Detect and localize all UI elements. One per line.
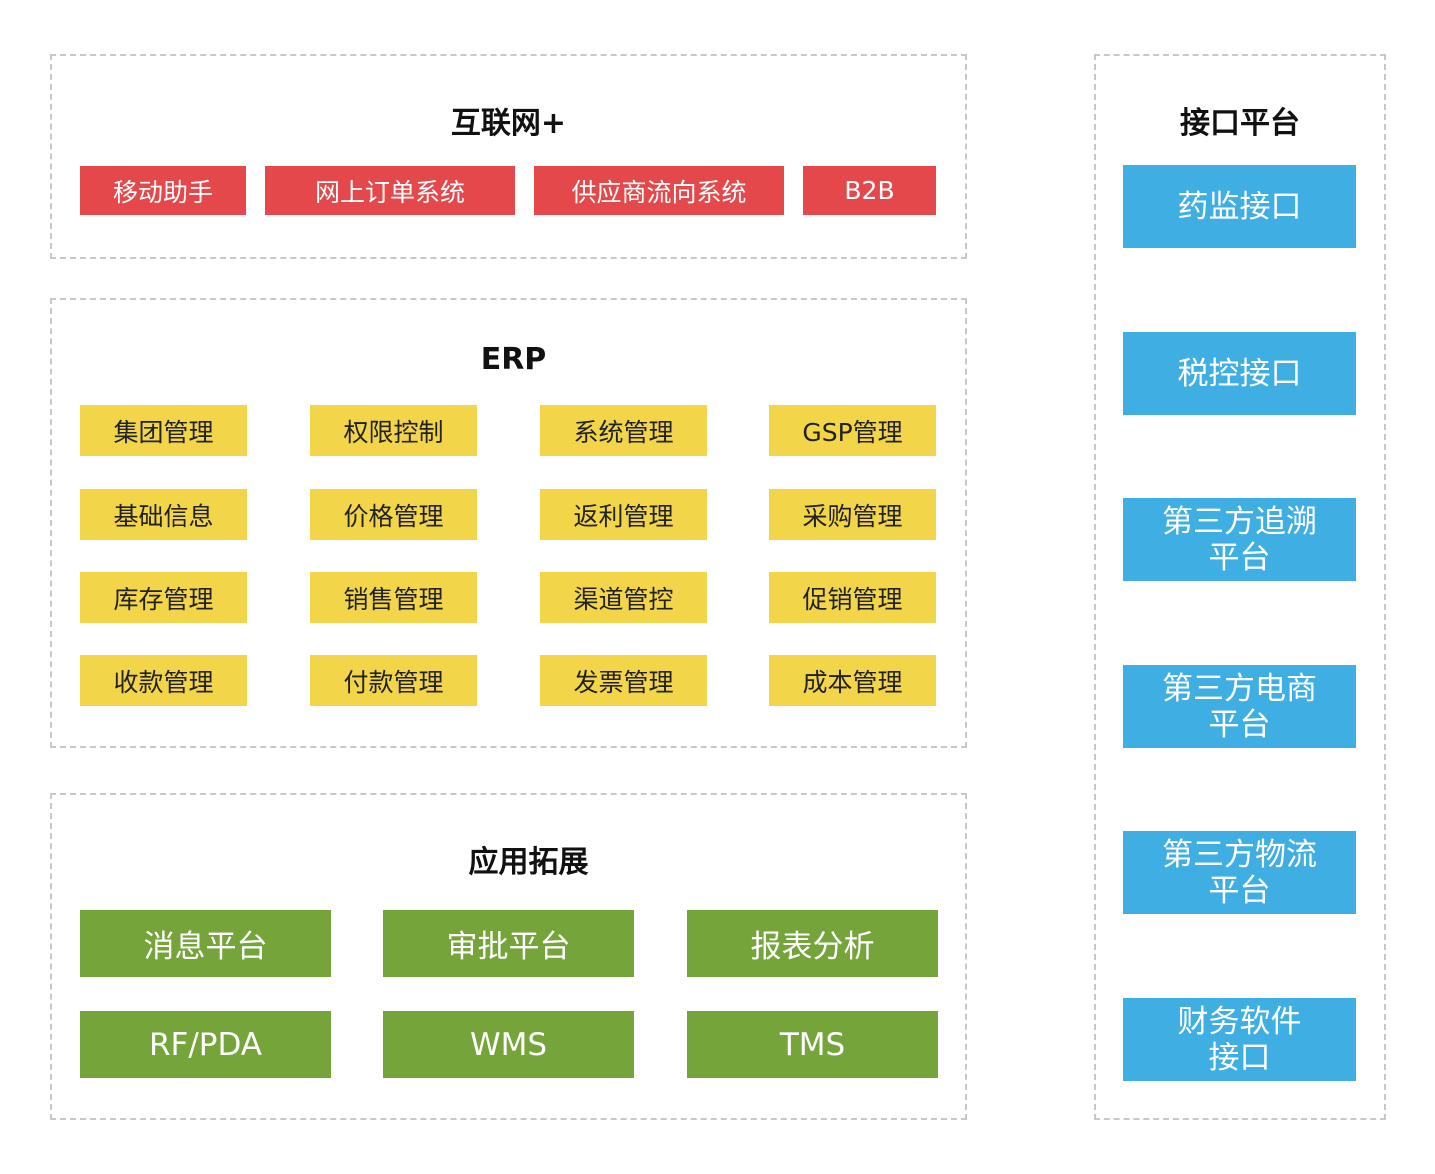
erp-module-box: 发票管理 xyxy=(540,655,707,706)
interface-module-label: 第三方追溯 平台 xyxy=(1162,503,1317,576)
erp-module-box: 价格管理 xyxy=(310,489,477,540)
interface-module-box: 财务软件 接口 xyxy=(1123,998,1356,1081)
interface-module-label: 第三方物流 平台 xyxy=(1162,836,1317,909)
interface-platform-title: 接口平台 xyxy=(1180,106,1300,141)
erp-module-label: 销售管理 xyxy=(343,584,444,614)
extension-module-label: WMS xyxy=(469,1026,548,1063)
erp-module-box: 收款管理 xyxy=(80,655,247,706)
online-order-system-box: 网上订单系统 xyxy=(265,166,515,215)
erp-module-label: 收款管理 xyxy=(113,667,214,697)
erp-module-label: 成本管理 xyxy=(802,667,903,697)
erp-module-box: 返利管理 xyxy=(540,489,707,540)
erp-module-label: 返利管理 xyxy=(573,501,674,531)
extension-module-box: 消息平台 xyxy=(80,910,331,977)
interface-platform-panel: 接口平台 xyxy=(1094,54,1386,1120)
erp-module-label: 集团管理 xyxy=(113,417,214,447)
interface-module-label: 药监接口 xyxy=(1177,188,1302,225)
mobile-assistant-label: 移动助手 xyxy=(112,177,213,207)
erp-module-box: 销售管理 xyxy=(310,572,477,623)
extension-module-box: RF/PDA xyxy=(80,1011,331,1078)
extension-module-box: 报表分析 xyxy=(687,910,938,977)
erp-module-label: 促销管理 xyxy=(802,584,903,614)
erp-module-label: 库存管理 xyxy=(113,584,214,614)
extension-module-box: TMS xyxy=(687,1011,938,1078)
erp-module-label: 基础信息 xyxy=(113,501,214,531)
extension-module-label: 消息平台 xyxy=(143,929,268,965)
extension-module-label: 报表分析 xyxy=(750,929,875,965)
extension-module-box: 审批平台 xyxy=(383,910,634,977)
erp-module-box: 付款管理 xyxy=(310,655,477,706)
erp-module-label: 采购管理 xyxy=(802,501,903,531)
app-extension-panel: 应用拓展 xyxy=(50,793,967,1120)
erp-panel: ERP xyxy=(50,298,967,748)
interface-module-box: 第三方追溯 平台 xyxy=(1123,498,1356,581)
erp-module-box: 权限控制 xyxy=(310,405,477,456)
interface-module-label: 财务软件 接口 xyxy=(1177,1003,1302,1076)
erp-module-box: 基础信息 xyxy=(80,489,247,540)
erp-module-box: GSP管理 xyxy=(769,405,936,456)
b2b-box: B2B xyxy=(803,166,936,215)
supplier-flow-system-label: 供应商流向系统 xyxy=(571,177,747,207)
erp-module-box: 成本管理 xyxy=(769,655,936,706)
mobile-assistant-box: 移动助手 xyxy=(80,166,246,215)
online-order-system-label: 网上订单系统 xyxy=(314,177,465,207)
extension-module-label: TMS xyxy=(779,1026,846,1063)
interface-module-box: 税控接口 xyxy=(1123,332,1356,415)
erp-module-label: 权限控制 xyxy=(343,417,444,447)
extension-module-box: WMS xyxy=(383,1011,634,1078)
supplier-flow-system-box: 供应商流向系统 xyxy=(534,166,784,215)
erp-module-label: 系统管理 xyxy=(573,417,674,447)
interface-module-box: 第三方电商 平台 xyxy=(1123,665,1356,748)
erp-module-label: 价格管理 xyxy=(343,501,444,531)
interface-module-box: 药监接口 xyxy=(1123,165,1356,248)
interface-module-label: 第三方电商 平台 xyxy=(1162,670,1317,743)
erp-module-box: 采购管理 xyxy=(769,489,936,540)
erp-module-label: 渠道管控 xyxy=(573,584,674,614)
erp-module-label: GSP管理 xyxy=(802,417,903,447)
erp-module-label: 付款管理 xyxy=(343,667,444,697)
extension-module-label: 审批平台 xyxy=(446,929,571,965)
erp-module-label: 发票管理 xyxy=(573,667,674,697)
extension-module-label: RF/PDA xyxy=(148,1026,263,1063)
internet-plus-title: 互联网+ xyxy=(450,106,567,141)
app-extension-title: 应用拓展 xyxy=(468,845,589,880)
b2b-label: B2B xyxy=(844,176,895,205)
erp-module-box: 渠道管控 xyxy=(540,572,707,623)
erp-module-box: 促销管理 xyxy=(769,572,936,623)
erp-module-box: 系统管理 xyxy=(540,405,707,456)
internet-plus-panel: 互联网+ xyxy=(50,54,967,259)
erp-module-box: 集团管理 xyxy=(80,405,247,456)
interface-module-box: 第三方物流 平台 xyxy=(1123,831,1356,914)
interface-module-label: 税控接口 xyxy=(1177,355,1302,392)
erp-module-box: 库存管理 xyxy=(80,572,247,623)
erp-title: ERP xyxy=(480,342,547,377)
